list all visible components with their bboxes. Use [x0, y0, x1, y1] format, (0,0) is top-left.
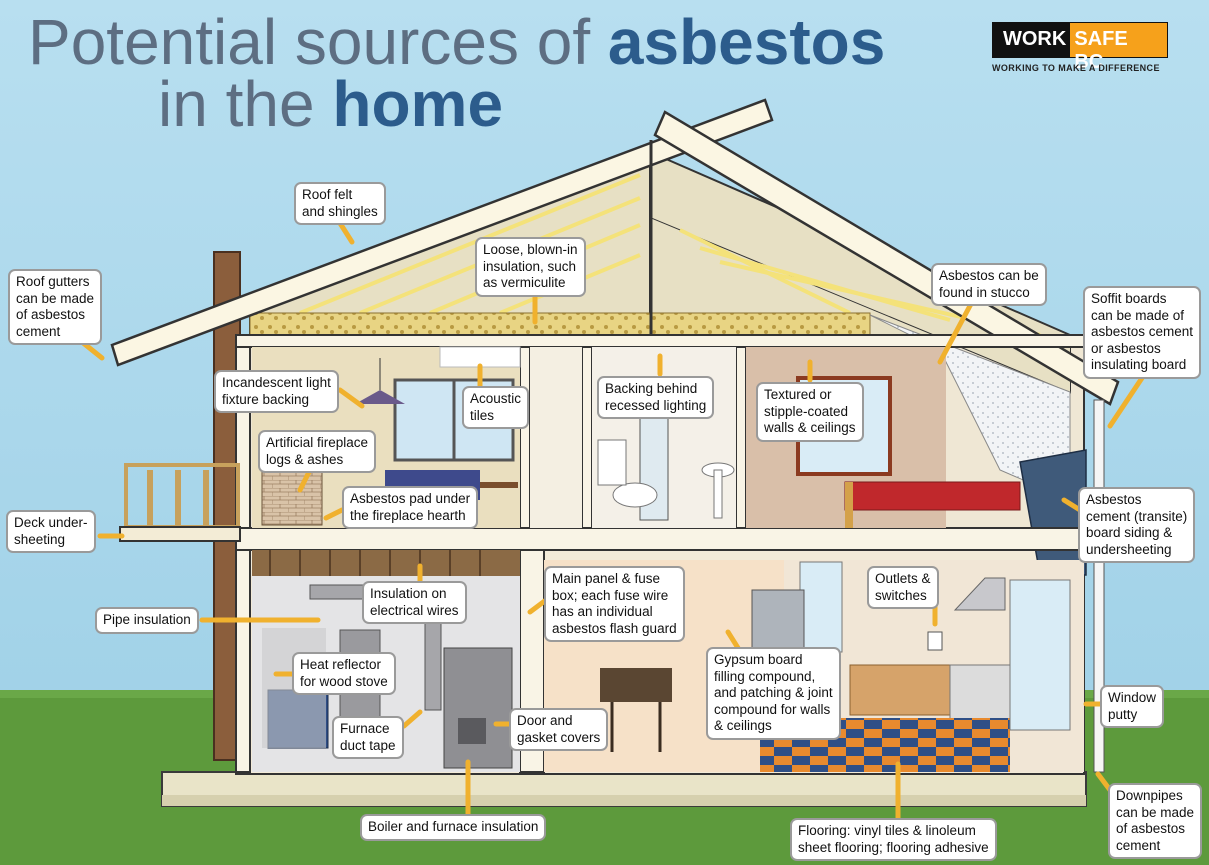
- logo-tagline: WORKING TO MAKE A DIFFERENCE: [992, 63, 1160, 73]
- attic-right-fill: [650, 218, 1070, 392]
- furnace: [443, 647, 513, 769]
- callout-deck-undersheeting: Deck under- sheeting: [6, 510, 96, 553]
- callout-stucco: Asbestos can be found in stucco: [931, 263, 1047, 306]
- callout-soffit-boards: Soffit boards can be made of asbestos ce…: [1083, 286, 1202, 379]
- dining-table: [600, 668, 672, 702]
- callout-wire-insulation: Insulation on electrical wires: [362, 581, 467, 624]
- bed: [844, 481, 1021, 511]
- range-hood: [953, 577, 1006, 611]
- kitchen-window: [799, 561, 843, 653]
- title-line-2-dark: home: [332, 68, 504, 140]
- worksafebc-logo: WORK SAFE BC WORKING TO MAKE A DIFFERENC…: [992, 22, 1168, 73]
- roof-left: [110, 98, 774, 367]
- callout-hearth-pad: Asbestos pad under the fireplace hearth: [342, 486, 479, 529]
- callout-downpipes: Downpipes can be made of asbestos cement: [1108, 783, 1203, 859]
- callout-loose-fill-insulation: Loose, blown-in insulation, such as verm…: [475, 237, 586, 297]
- callout-window-putty: Window putty: [1100, 685, 1165, 728]
- attic-insulation: [249, 312, 871, 336]
- title-line-1: Potential sources of asbestos: [28, 10, 885, 74]
- title-line-2: in the home: [158, 72, 503, 136]
- ceiling-lamp: [355, 390, 405, 404]
- callout-fireplace-logs: Artificial fireplace logs & ashes: [258, 430, 377, 473]
- callout-door-gasket-covers: Door and gasket covers: [509, 708, 609, 751]
- logo-safebc-text: SAFE BC: [1070, 23, 1167, 73]
- callout-acoustic-tiles: Acoustic tiles: [462, 386, 530, 429]
- callout-gypsum-compound: Gypsum board filling compound, and patch…: [706, 647, 841, 740]
- callout-textured-walls: Textured or stipple-coated walls & ceili…: [756, 382, 864, 442]
- callout-light-fixture: Incandescent light fixture backing: [214, 370, 339, 413]
- title-line-1-dark: asbestos: [607, 6, 886, 78]
- callout-roof-gutters: Roof gutters can be made of asbestos cem…: [8, 269, 103, 345]
- callout-furnace-duct-tape: Furnace duct tape: [332, 716, 404, 759]
- callout-outlets-switches: Outlets & switches: [867, 566, 939, 609]
- callout-boiler-furnace-insulation: Boiler and furnace insulation: [360, 814, 547, 841]
- mid-floor-slab: [235, 527, 1085, 551]
- cabinets: [849, 664, 951, 716]
- roof-right: [653, 110, 1120, 406]
- title-line-2-light: in the: [158, 68, 333, 140]
- callout-recessed-lighting: Backing behind recessed lighting: [597, 376, 715, 419]
- callout-roof-felt: Roof felt and shingles: [294, 182, 386, 225]
- callout-pipe-insulation: Pipe insulation: [95, 607, 199, 634]
- callout-heat-reflector: Heat reflector for wood stove: [292, 652, 396, 695]
- callout-flooring: Flooring: vinyl tiles & linoleum sheet f…: [790, 818, 997, 861]
- callout-transite-siding: Asbestos cement (transite) board siding …: [1078, 487, 1196, 563]
- fireplace: [261, 469, 323, 526]
- logo-work-text: WORK: [993, 23, 1071, 57]
- callout-main-panel: Main panel & fuse box; each fuse wire ha…: [544, 566, 685, 642]
- title-line-1-light: Potential sources of: [28, 6, 608, 78]
